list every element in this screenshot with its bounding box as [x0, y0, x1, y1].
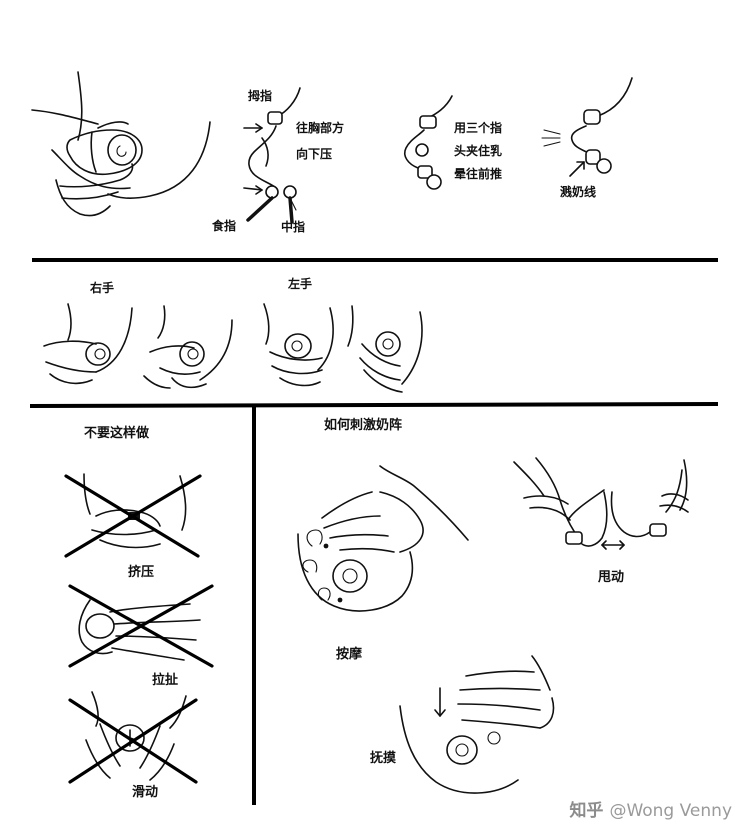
- label-massage: 按摩: [336, 647, 363, 662]
- label-shake: 甩动: [598, 570, 625, 585]
- illustration-right-hand-1: [43, 303, 133, 385]
- label-three-fingers-line1: 用三个指: [454, 121, 503, 135]
- label-pull: 拉扯: [152, 673, 179, 688]
- label-index-finger: 食指: [212, 219, 237, 233]
- divider-middle: [29, 402, 719, 408]
- illustration-left-hand-1: [263, 303, 334, 387]
- illustration-hand-cup: [31, 71, 211, 217]
- illustration-left-hand-2: [347, 305, 423, 393]
- label-thumb: 拇指: [248, 89, 273, 103]
- label-three-fingers-line3: 晕往前推: [454, 167, 503, 181]
- illustration-slide: [68, 691, 198, 784]
- label-slide: 滑动: [132, 785, 159, 800]
- watermark-handle: @Wong Venny: [609, 801, 732, 821]
- stimulate-title: 如何刺激奶阵: [324, 418, 403, 433]
- pointer-arrows: [289, 197, 297, 211]
- label-middle-finger: 中指: [281, 220, 306, 234]
- label-milk-line: 溅奶线: [560, 185, 597, 199]
- illustration-finger-positions: [243, 87, 301, 224]
- illustration-milk-spray: [541, 77, 633, 177]
- label-press-down: 向下压: [296, 147, 333, 161]
- cross-line: [68, 698, 198, 784]
- label-three-fingers-line2: 头夹住乳: [454, 144, 503, 158]
- label-squeeze: 挤压: [128, 565, 155, 580]
- label-stroke: 抚摸: [370, 751, 397, 766]
- illustration-shake: [513, 457, 689, 550]
- label-left-hand: 左手: [288, 277, 313, 291]
- illustration-squeeze: [64, 473, 202, 558]
- label-right-hand: 右手: [90, 281, 115, 295]
- cross-line: [64, 474, 202, 558]
- illustration-massage: [297, 465, 469, 612]
- dont-do-title: 不要这样做: [84, 426, 150, 441]
- watermark-brand: 知乎: [569, 801, 604, 821]
- cross-line: [68, 584, 214, 668]
- illustration-stroke: [399, 655, 555, 794]
- illustration-pull: [68, 584, 214, 668]
- label-press-toward-chest: 往胸部方: [296, 121, 345, 135]
- illustration-right-hand-2: [143, 305, 233, 389]
- illustration-three-fingers: [403, 95, 453, 190]
- watermark: 知乎@Wong Venny: [569, 796, 732, 821]
